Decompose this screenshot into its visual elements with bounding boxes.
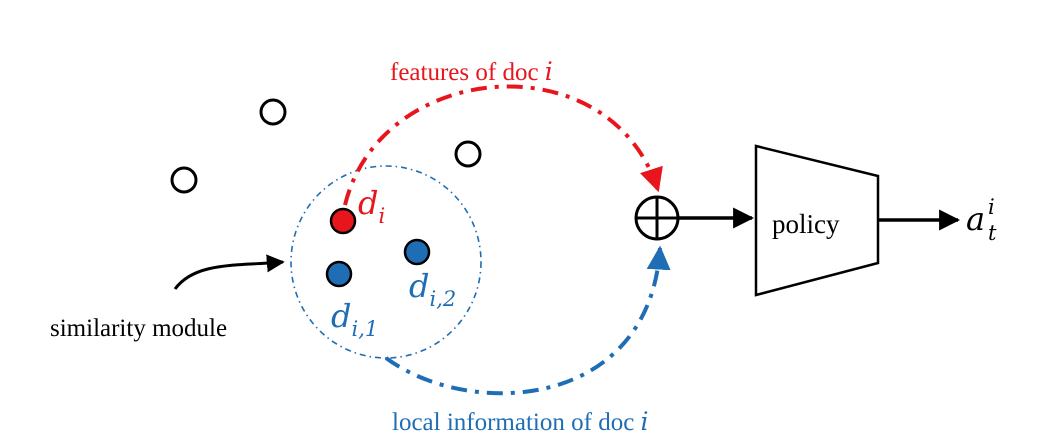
similarity-neighborhood (290, 165, 482, 359)
doc-i2-label: di,2 (409, 267, 456, 311)
circled-plus-icon (634, 195, 680, 241)
features-arrow (343, 84, 663, 206)
local-information-arrow (384, 245, 671, 396)
doc-circle-hollow-2 (170, 166, 198, 194)
doc-i-label: di (358, 184, 385, 228)
local-information-label: local information of doc i (392, 407, 649, 436)
doc-circle-hollow-3 (454, 140, 482, 168)
doc-i2-dot (403, 238, 431, 266)
policy-block (754, 144, 880, 297)
similarity-pointer-arrow (173, 254, 285, 290)
similarity-module-label: similarity module (50, 315, 227, 342)
features-label: features of doc i (390, 57, 553, 86)
doc-i-dot (329, 207, 357, 235)
policy-label: policy (772, 209, 840, 239)
doc-i1-label: di,1 (331, 297, 378, 341)
doc-circle-hollow-1 (259, 98, 287, 126)
doc-i1-dot (325, 260, 353, 288)
